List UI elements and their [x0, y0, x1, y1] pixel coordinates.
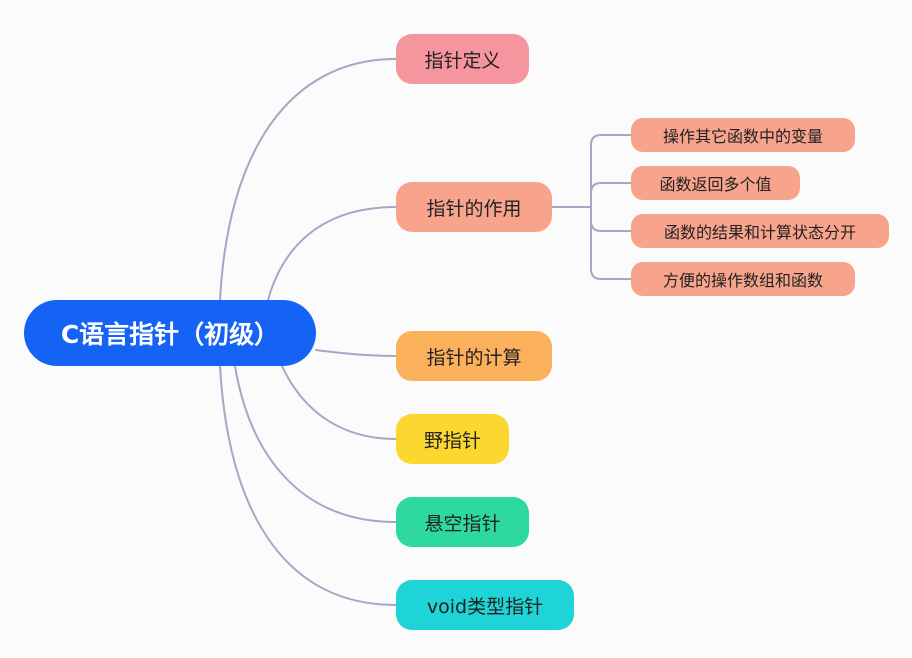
topic-label: 悬空指针	[424, 512, 501, 535]
subtopic-label: 函数的结果和计算状态分开	[663, 223, 856, 242]
connector-root-to-pointer-definition	[219, 58, 397, 301]
topic-void-pointer[interactable]: void类型指针	[396, 580, 574, 630]
subtopic-operate-arrays-and-functions[interactable]: 方便的操作数组和函数	[631, 262, 855, 296]
topic-label: 指针的计算	[426, 346, 522, 369]
topic-pointer-calculation[interactable]: 指针的计算	[396, 331, 552, 381]
subtopic-modify-variables-in-other-functions[interactable]: 操作其它函数中的变量	[631, 118, 855, 152]
connector-root-to-wild-pointer	[281, 365, 397, 440]
subtopic-return-multiple-values[interactable]: 函数返回多个值	[631, 166, 800, 200]
connector-root-to-pointer-calculation	[315, 349, 397, 357]
subtopic-separate-result-and-status[interactable]: 函数的结果和计算状态分开	[631, 214, 889, 248]
topic-wild-pointer[interactable]: 野指针	[396, 414, 509, 464]
subtopic-label: 方便的操作数组和函数	[662, 271, 823, 290]
topic-label: 指针定义	[424, 49, 501, 72]
root-topic-c-pointers-basics[interactable]: C语言指针（初级）	[24, 300, 316, 366]
subtopic-label: 操作其它函数中的变量	[662, 127, 823, 146]
topic-dangling-pointer[interactable]: 悬空指针	[396, 497, 529, 547]
connector-root-to-void-pointer	[219, 365, 397, 606]
topic-label: 指针的作用	[426, 197, 522, 220]
connector-purpose-to-sub-4	[590, 206, 632, 280]
topic-label: 野指针	[423, 429, 481, 452]
topic-pointer-definition[interactable]: 指针定义	[396, 34, 529, 84]
connector-root-to-dangling-pointer	[234, 365, 397, 523]
connector-purpose-to-sub-2	[590, 182, 632, 208]
connector-root-to-pointer-purpose	[267, 206, 397, 301]
topic-pointer-purpose[interactable]: 指针的作用	[396, 182, 552, 232]
connector-purpose-to-sub-1	[590, 134, 632, 208]
connector-purpose-to-sub-3	[590, 206, 632, 232]
subtopic-label: 函数返回多个值	[659, 175, 772, 194]
root-topic-label: C语言指针（初级）	[60, 320, 280, 349]
topic-label: void类型指针	[426, 595, 544, 618]
